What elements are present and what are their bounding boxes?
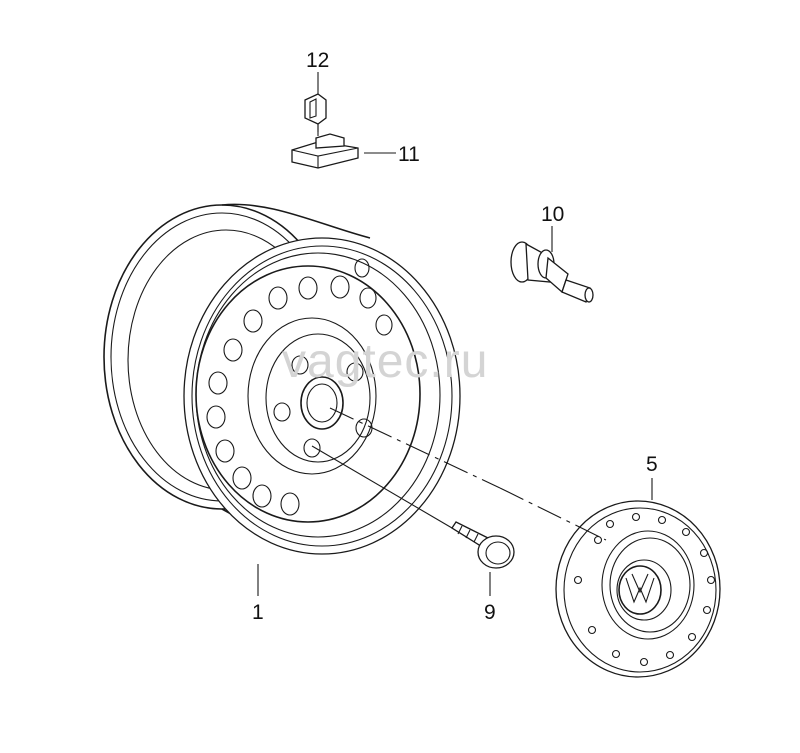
- tyre-valve: [510, 241, 594, 303]
- watermark: vagtec.ru: [282, 335, 489, 388]
- balance-weight: [291, 133, 359, 169]
- hub-cap: [555, 500, 721, 678]
- steel-wheel-rim: [103, 203, 461, 555]
- assembly-lines: [311, 124, 607, 541]
- ventilation-holes: [206, 258, 393, 516]
- vw-logo-icon: [625, 573, 655, 604]
- wheel-bolt: [451, 521, 515, 569]
- callout-11: 11: [398, 143, 420, 166]
- callout-5: 5: [646, 453, 658, 476]
- callout-9: 9: [484, 601, 496, 624]
- lug-holes: [273, 355, 373, 458]
- callout-1: 1: [252, 601, 264, 624]
- clip: [304, 93, 327, 132]
- callout-10: 10: [541, 203, 565, 226]
- callout-12: 12: [306, 49, 330, 72]
- leader-lines: [257, 72, 653, 596]
